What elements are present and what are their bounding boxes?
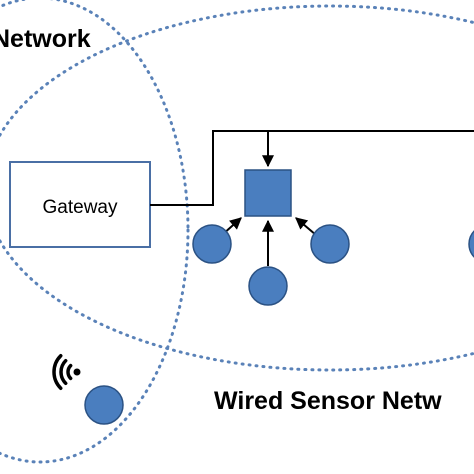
wireless-sensor-node xyxy=(84,385,124,425)
sensor-node-right xyxy=(310,224,350,264)
wifi-icon xyxy=(52,353,81,391)
gateway-box xyxy=(9,161,151,248)
sensor-hub xyxy=(244,169,292,217)
sensor-node-bottom xyxy=(248,266,288,306)
wireless-network-boundary xyxy=(0,0,190,464)
sensor-node-far-right xyxy=(468,230,474,258)
wired-sensor-network-label: Wired Sensor Netw xyxy=(214,387,442,415)
gateway-bus-line xyxy=(150,130,474,206)
link-right-node xyxy=(295,217,317,236)
gateway-label: Gateway xyxy=(43,197,118,218)
wireless-network-label: Network xyxy=(0,25,91,53)
sensor-node-left xyxy=(192,224,232,264)
